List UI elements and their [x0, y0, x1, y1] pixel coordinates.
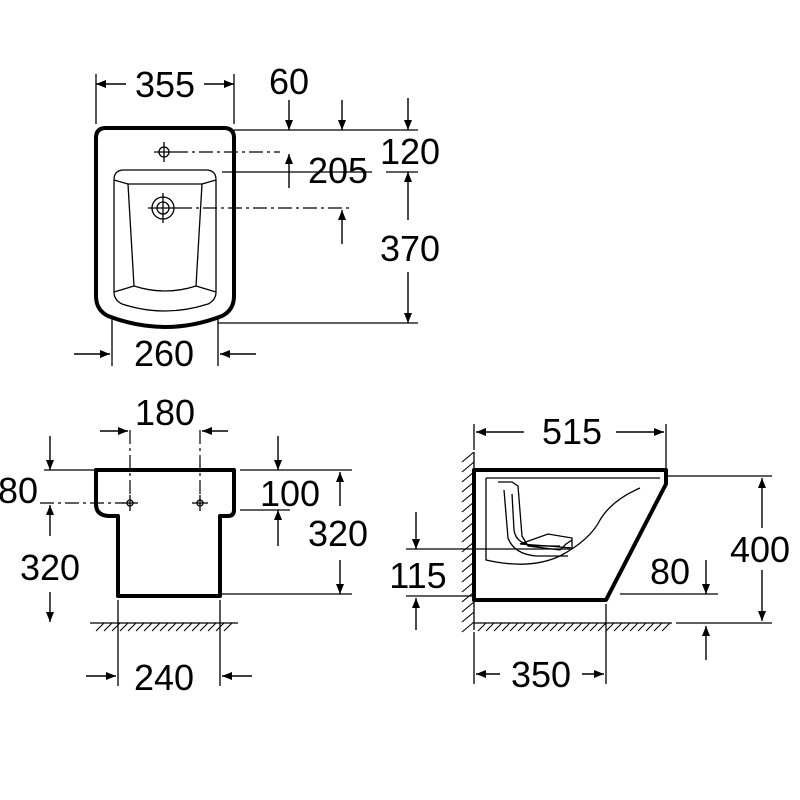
side-view-outline — [472, 468, 668, 602]
dim-fixing-spacing-180: 180 — [135, 392, 195, 433]
top-view: 355 60 205 120 370 260 — [74, 61, 440, 374]
floor-hatch — [477, 622, 671, 632]
dim-height-320-right: 320 — [308, 513, 368, 554]
bowl-floor — [127, 183, 203, 292]
bowl-section — [485, 478, 641, 565]
front-view: 180 80 320 100 320 240 — [0, 392, 368, 698]
dim-back-width-260: 260 — [134, 333, 194, 374]
dim-outlet-from-wall-205: 205 — [308, 150, 368, 191]
trap-outlet — [519, 533, 573, 549]
dim-waste-height-115: 115 — [389, 555, 446, 596]
front-view-outline — [94, 468, 236, 598]
floor-hatch — [95, 622, 233, 632]
dim-width-355: 355 — [135, 64, 195, 105]
dim-fixing-height-100: 100 — [260, 473, 320, 514]
bowl-edge — [113, 285, 135, 293]
top-view-outline — [94, 126, 236, 329]
outlet-hole-icon — [148, 193, 178, 223]
dim-height-400: 400 — [730, 529, 790, 570]
dim-depth-370: 370 — [380, 228, 440, 269]
bowl-inner — [113, 169, 217, 312]
fixing-point-right-icon — [192, 495, 208, 511]
dim-base-width-240: 240 — [134, 657, 194, 698]
dim-base-depth-350: 350 — [511, 654, 571, 695]
bowl-edge — [195, 285, 217, 293]
side-view: 515 400 115 80 350 — [389, 411, 790, 695]
dim-waste-offset-80: 80 — [650, 551, 690, 592]
dim-height-320-left: 320 — [20, 547, 80, 588]
bowl-edge — [113, 179, 129, 185]
bowl-edge — [201, 179, 217, 185]
tap-hole-icon — [154, 142, 174, 162]
dim-tap-from-wall-60: 60 — [269, 61, 309, 102]
dim-fixing-height-80: 80 — [0, 470, 38, 511]
dim-tap-offset-120: 120 — [380, 131, 440, 172]
fixing-point-left-icon — [122, 495, 138, 511]
dim-length-515: 515 — [542, 411, 602, 452]
